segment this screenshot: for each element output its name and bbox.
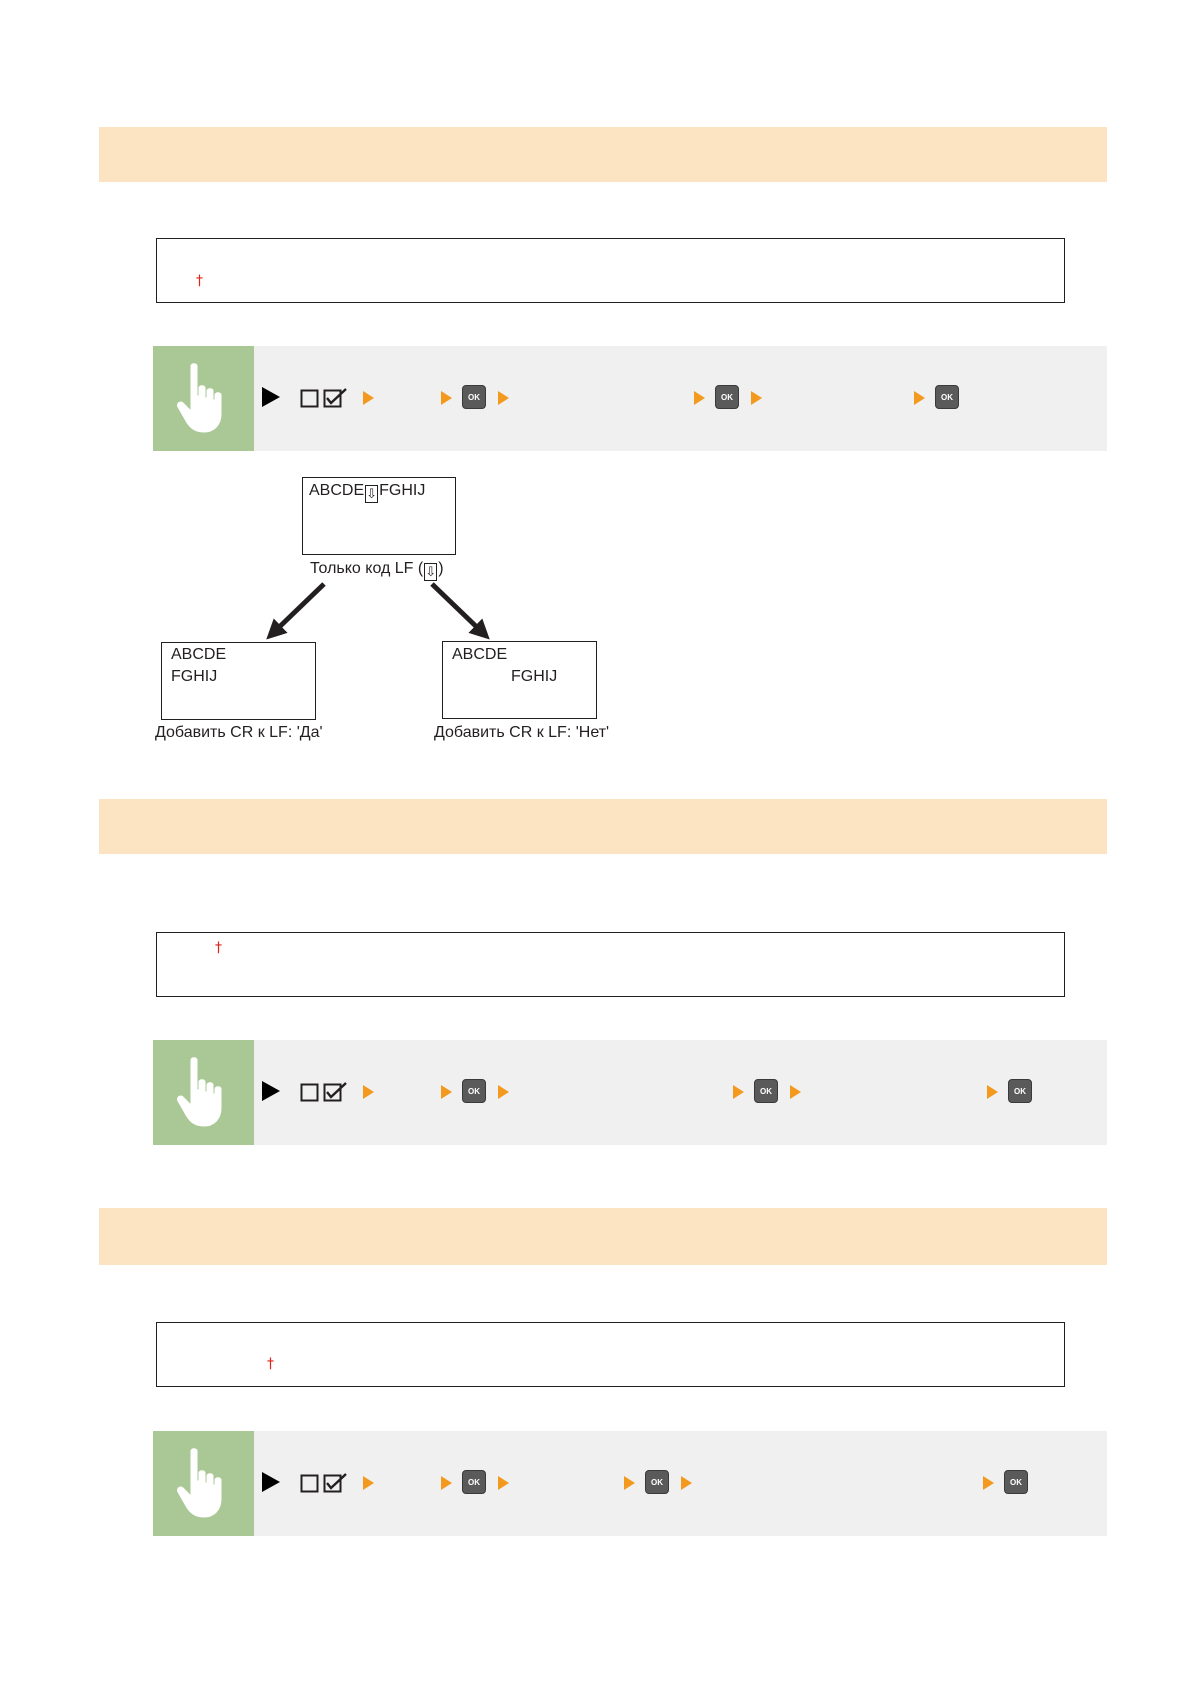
- settings-value-box-3: †: [156, 1322, 1065, 1387]
- ok-key-icon: OK: [645, 1470, 669, 1494]
- step-arrow-icon: [498, 1085, 509, 1099]
- play-icon: [262, 1472, 280, 1492]
- diagram-source-caption: Только код LF (⇩): [310, 560, 444, 581]
- step-arrow-icon: [987, 1085, 998, 1099]
- section-header-2: [99, 799, 1107, 854]
- ok-key-icon: OK: [715, 385, 739, 409]
- diagram-line: FGHIJ: [171, 668, 218, 685]
- ok-key-icon: OK: [754, 1079, 778, 1103]
- menu-key-icon: [300, 1082, 347, 1102]
- hand-icon: [153, 346, 254, 451]
- diagram-line: ABCDE: [171, 646, 227, 663]
- play-icon: [262, 1081, 280, 1101]
- step-arrow-icon: [681, 1476, 692, 1490]
- diagram-line: FGHIJ: [511, 668, 558, 685]
- step-arrow-icon: [363, 391, 374, 405]
- step-arrow-icon: [498, 1476, 509, 1490]
- section-header-3: [99, 1208, 1107, 1265]
- step-arrow-icon: [914, 391, 925, 405]
- menu-key-icon: [300, 388, 347, 408]
- operation-row-3: OK OK OK: [153, 1431, 1107, 1536]
- step-arrow-icon: [363, 1085, 374, 1099]
- diagram-caption-yes: Добавить CR к LF: 'Да': [155, 724, 323, 741]
- step-arrow-icon: [363, 1476, 374, 1490]
- default-value-mark: †: [196, 273, 203, 289]
- ok-key-icon: OK: [1008, 1079, 1032, 1103]
- step-arrow-icon: [751, 391, 762, 405]
- arrow-to-left-box: [266, 582, 326, 640]
- diagram-result-box-yes: ABCDE FGHIJ: [161, 642, 316, 720]
- diagram-arrows: [266, 582, 490, 640]
- step-arrow-icon: [983, 1476, 994, 1490]
- lf-code-icon: ⇩: [424, 563, 438, 581]
- operation-row-2: OK OK OK: [153, 1040, 1107, 1145]
- operation-row-1: OK OK OK: [153, 346, 1107, 451]
- diagram-caption-no: Добавить CR к LF: 'Нет': [434, 724, 610, 741]
- ok-key-icon: OK: [462, 1079, 486, 1103]
- diagram-result-box-no: ABCDE FGHIJ: [442, 641, 597, 719]
- play-icon: [262, 387, 280, 407]
- step-arrow-icon: [441, 391, 452, 405]
- step-arrow-icon: [733, 1085, 744, 1099]
- diagram-source-box: ABCDE⇩FGHIJ: [302, 477, 456, 555]
- step-arrow-icon: [441, 1085, 452, 1099]
- default-value-mark: †: [267, 1356, 274, 1372]
- ok-key-icon: OK: [1004, 1470, 1028, 1494]
- diagram-line: ABCDE: [452, 646, 508, 663]
- section-header-1: [99, 127, 1107, 182]
- ok-key-icon: OK: [462, 385, 486, 409]
- step-arrow-icon: [441, 1476, 452, 1490]
- settings-value-box-1: †: [156, 238, 1065, 303]
- lf-code-icon: ⇩: [365, 485, 379, 503]
- hand-icon: [153, 1040, 254, 1145]
- step-arrow-icon: [498, 391, 509, 405]
- ok-key-icon: OK: [462, 1470, 486, 1494]
- step-arrow-icon: [694, 391, 705, 405]
- step-arrow-icon: [790, 1085, 801, 1099]
- hand-icon: [153, 1431, 254, 1536]
- step-arrow-icon: [624, 1476, 635, 1490]
- diagram-source-text: ABCDE⇩FGHIJ: [309, 482, 426, 503]
- settings-value-box-2: †: [156, 932, 1065, 997]
- ok-key-icon: OK: [935, 385, 959, 409]
- default-value-mark: †: [215, 940, 222, 956]
- arrow-to-right-box: [430, 582, 490, 640]
- menu-key-icon: [300, 1473, 347, 1493]
